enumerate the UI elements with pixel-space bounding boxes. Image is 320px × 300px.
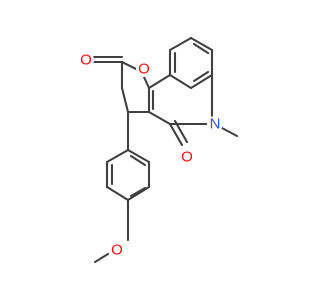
methoxy-oxygen-label: O: [111, 242, 123, 259]
atom-label-layer: O O O N O: [78, 52, 223, 259]
bond-amide-c-o-2: [173, 119, 189, 144]
bond-benzo-inner-1: [192, 42, 210, 55]
bond-c4a-ring-o: [142, 75, 151, 90]
bond-ar-3: [105, 185, 130, 202]
amide-carbonyl-oxygen-atom: O: [179, 149, 195, 166]
bond-n-methyl: [220, 126, 239, 138]
bond-ar-inner-3: [129, 154, 147, 167]
bond-c9b-c4a: [147, 73, 172, 90]
bond-o-methyl: [93, 252, 110, 264]
nitrogen-label: N: [210, 116, 221, 133]
bond-ar-inner-2: [129, 186, 147, 198]
lactone-carbonyl-oxygen-label: O: [80, 52, 92, 69]
bond-benzo-6: [168, 36, 193, 52]
bond-amide-c-o-1: [168, 122, 184, 147]
nitrogen-atom: N: [207, 116, 223, 133]
molecule-structure: O O O N O: [78, 36, 239, 264]
bond-benzo-inner-2: [192, 70, 210, 83]
bond-layer: [92, 36, 239, 264]
methoxy-oxygen-atom: O: [109, 242, 125, 259]
bond-ring-o-c2: [120, 60, 138, 71]
ring-oxygen-label: O: [138, 61, 150, 78]
bond-c4b-c5: [147, 110, 172, 126]
bond-ar-1: [105, 148, 130, 164]
amide-carbonyl-oxygen-label: O: [181, 149, 193, 166]
bond-benzo-4: [168, 73, 193, 90]
bond-c3-c4: [120, 86, 130, 114]
lactone-carbonyl-oxygen-atom: O: [78, 52, 94, 69]
bond-benzo-3: [189, 73, 214, 90]
ring-oxygen-atom: O: [136, 61, 152, 78]
bond-ar-4: [126, 185, 151, 202]
bond-benzo-1: [189, 36, 214, 52]
bond-ar-6: [126, 148, 151, 164]
